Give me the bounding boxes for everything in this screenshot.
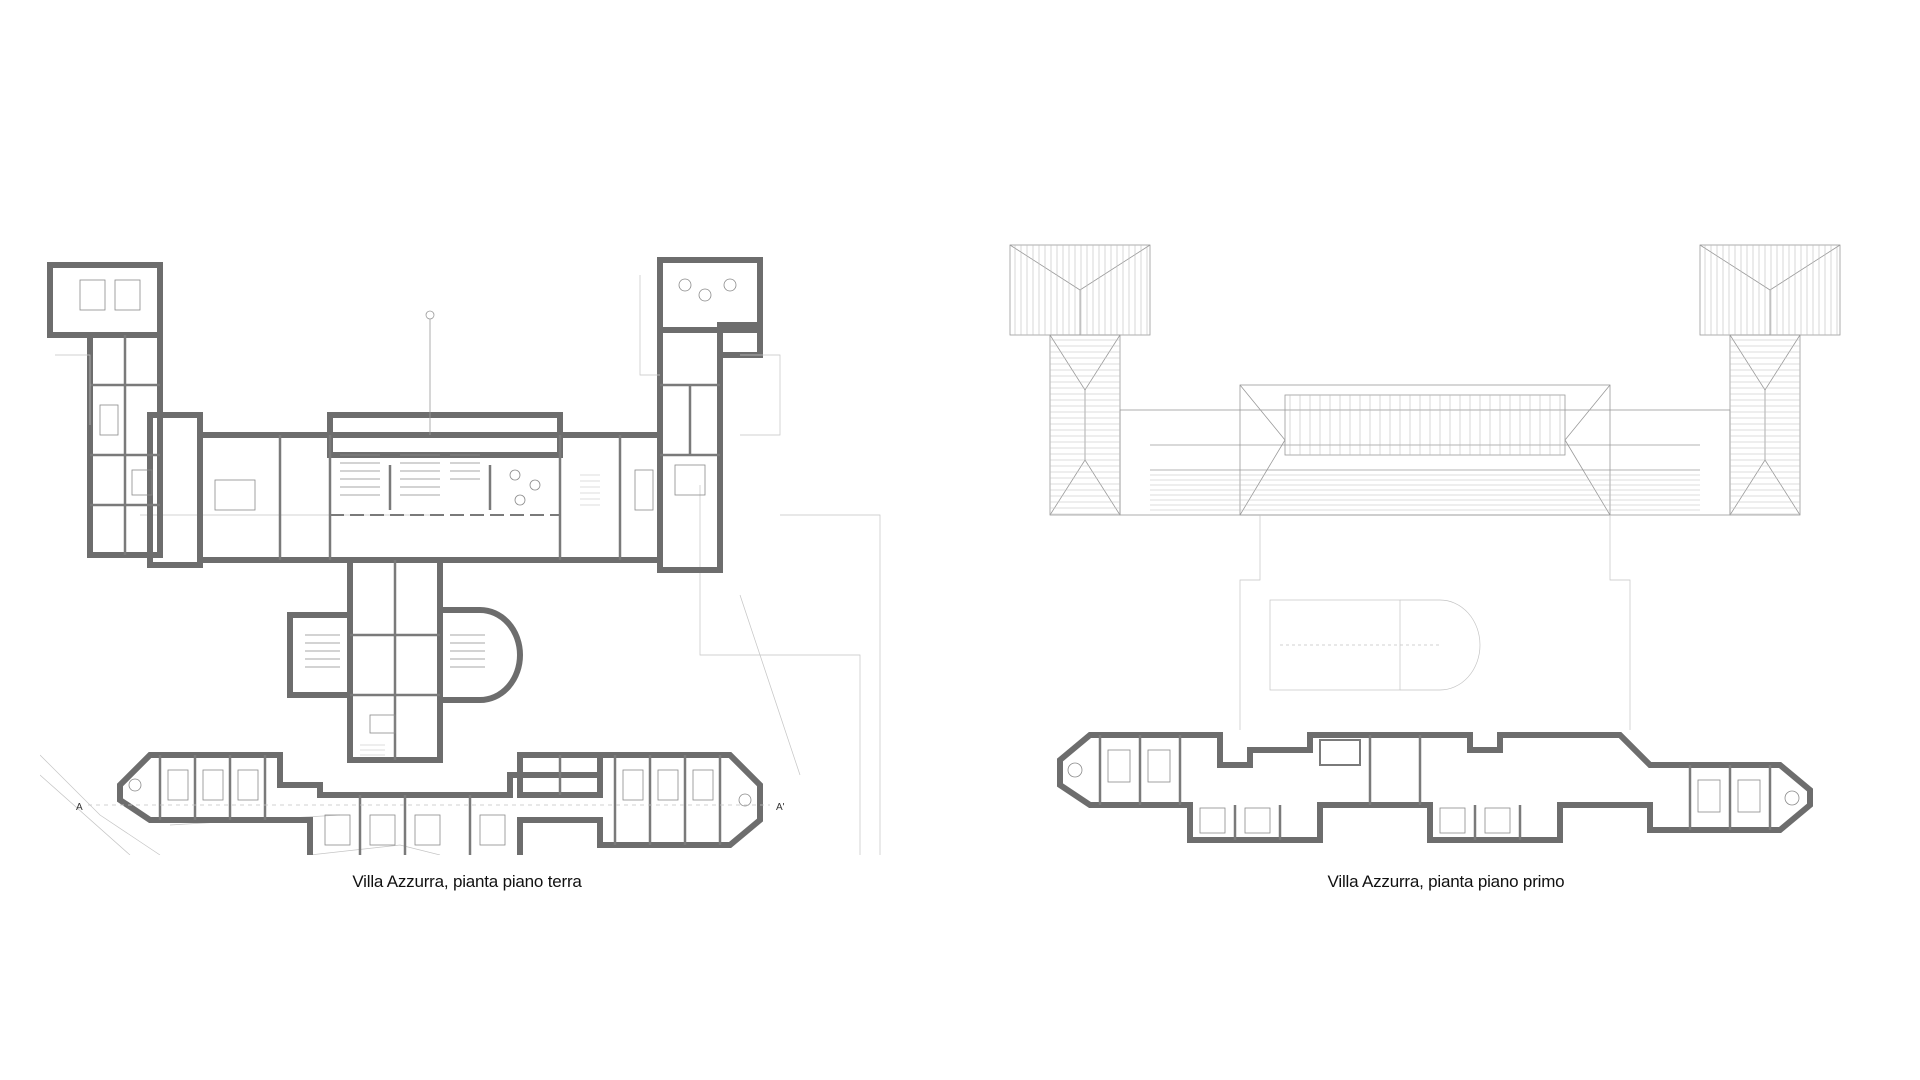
ground-floor-drawing: A A' bbox=[40, 257, 881, 855]
section-marker-right: A' bbox=[776, 802, 785, 813]
roof-hatching bbox=[1014, 245, 1838, 515]
section-marker-left: A bbox=[76, 802, 83, 813]
first-floor-drawing bbox=[1009, 244, 1841, 843]
caption-first-floor: Villa Azzurra, pianta piano primo bbox=[1327, 872, 1565, 891]
first-floor-plan bbox=[1000, 240, 1860, 855]
caption-ground-floor: Villa Azzurra, pianta piano terra bbox=[352, 872, 582, 891]
central-main-block bbox=[197, 412, 663, 563]
first-floor-bottom-wing bbox=[1057, 732, 1813, 843]
site-lines bbox=[40, 485, 881, 855]
left-wing bbox=[47, 262, 203, 568]
north-arrow-icon bbox=[425, 310, 435, 320]
right-wing bbox=[639, 257, 781, 573]
central-spine bbox=[287, 557, 523, 763]
bottom-wing bbox=[117, 752, 763, 855]
roof-central bbox=[1119, 384, 1731, 516]
courtyard-outlines bbox=[1239, 515, 1631, 730]
roof-left-wing bbox=[1009, 244, 1151, 516]
ground-floor-plan: A A' bbox=[40, 255, 900, 855]
